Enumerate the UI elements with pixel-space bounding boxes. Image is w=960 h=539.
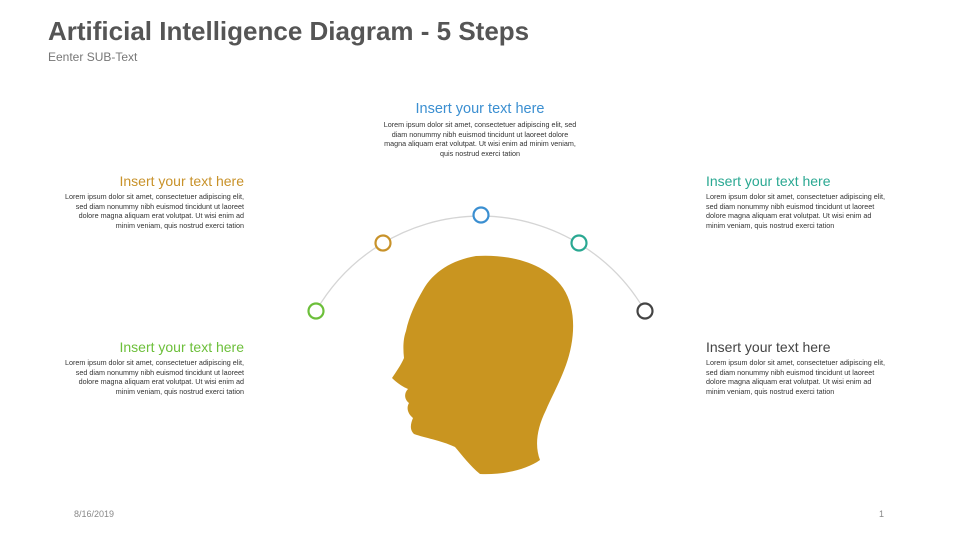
step-right-lower-body: Lorem ipsum dolor sit amet, consectetuer… — [706, 358, 885, 396]
step-left-upper-title: Insert your text here — [119, 173, 244, 189]
step-left-lower-body: Lorem ipsum dolor sit amet, consectetuer… — [65, 358, 244, 396]
step-left-upper-marker-icon — [374, 234, 392, 252]
step-right-lower-title: Insert your text here — [706, 339, 831, 355]
step-right-lower-marker-icon — [636, 302, 654, 320]
step-left-lower-marker-icon — [307, 302, 325, 320]
step-right-lower: Insert your text here Lorem ipsum dolor … — [706, 338, 886, 396]
footer-date: 8/16/2019 — [74, 509, 115, 519]
slide-title: Artificial Intelligence Diagram - 5 Step… — [48, 16, 530, 46]
step-left-upper: Insert your text here Lorem ipsum dolor … — [64, 172, 244, 230]
step-top-marker-icon — [472, 206, 490, 224]
step-top-title: Insert your text here — [415, 101, 545, 117]
step-right-upper-title: Insert your text here — [706, 173, 831, 189]
step-left-upper-body: Lorem ipsum dolor sit amet, consectetuer… — [65, 192, 244, 230]
step-top-body: Lorem ipsum dolor sit amet, consectetuer… — [383, 120, 577, 158]
slide-subtitle: Eenter SUB-Text — [48, 50, 138, 64]
step-top: Insert your text here Lorem ipsum dolor … — [380, 100, 580, 158]
step-left-lower: Insert your text here Lorem ipsum dolor … — [64, 338, 244, 396]
footer-page-number: 1 — [879, 509, 885, 519]
human-head-silhouette-icon — [392, 255, 574, 475]
step-right-upper: Insert your text here Lorem ipsum dolor … — [706, 172, 886, 230]
step-right-upper-body: Lorem ipsum dolor sit amet, consectetuer… — [706, 192, 885, 230]
step-left-lower-title: Insert your text here — [119, 339, 244, 355]
step-right-upper-marker-icon — [570, 234, 588, 252]
